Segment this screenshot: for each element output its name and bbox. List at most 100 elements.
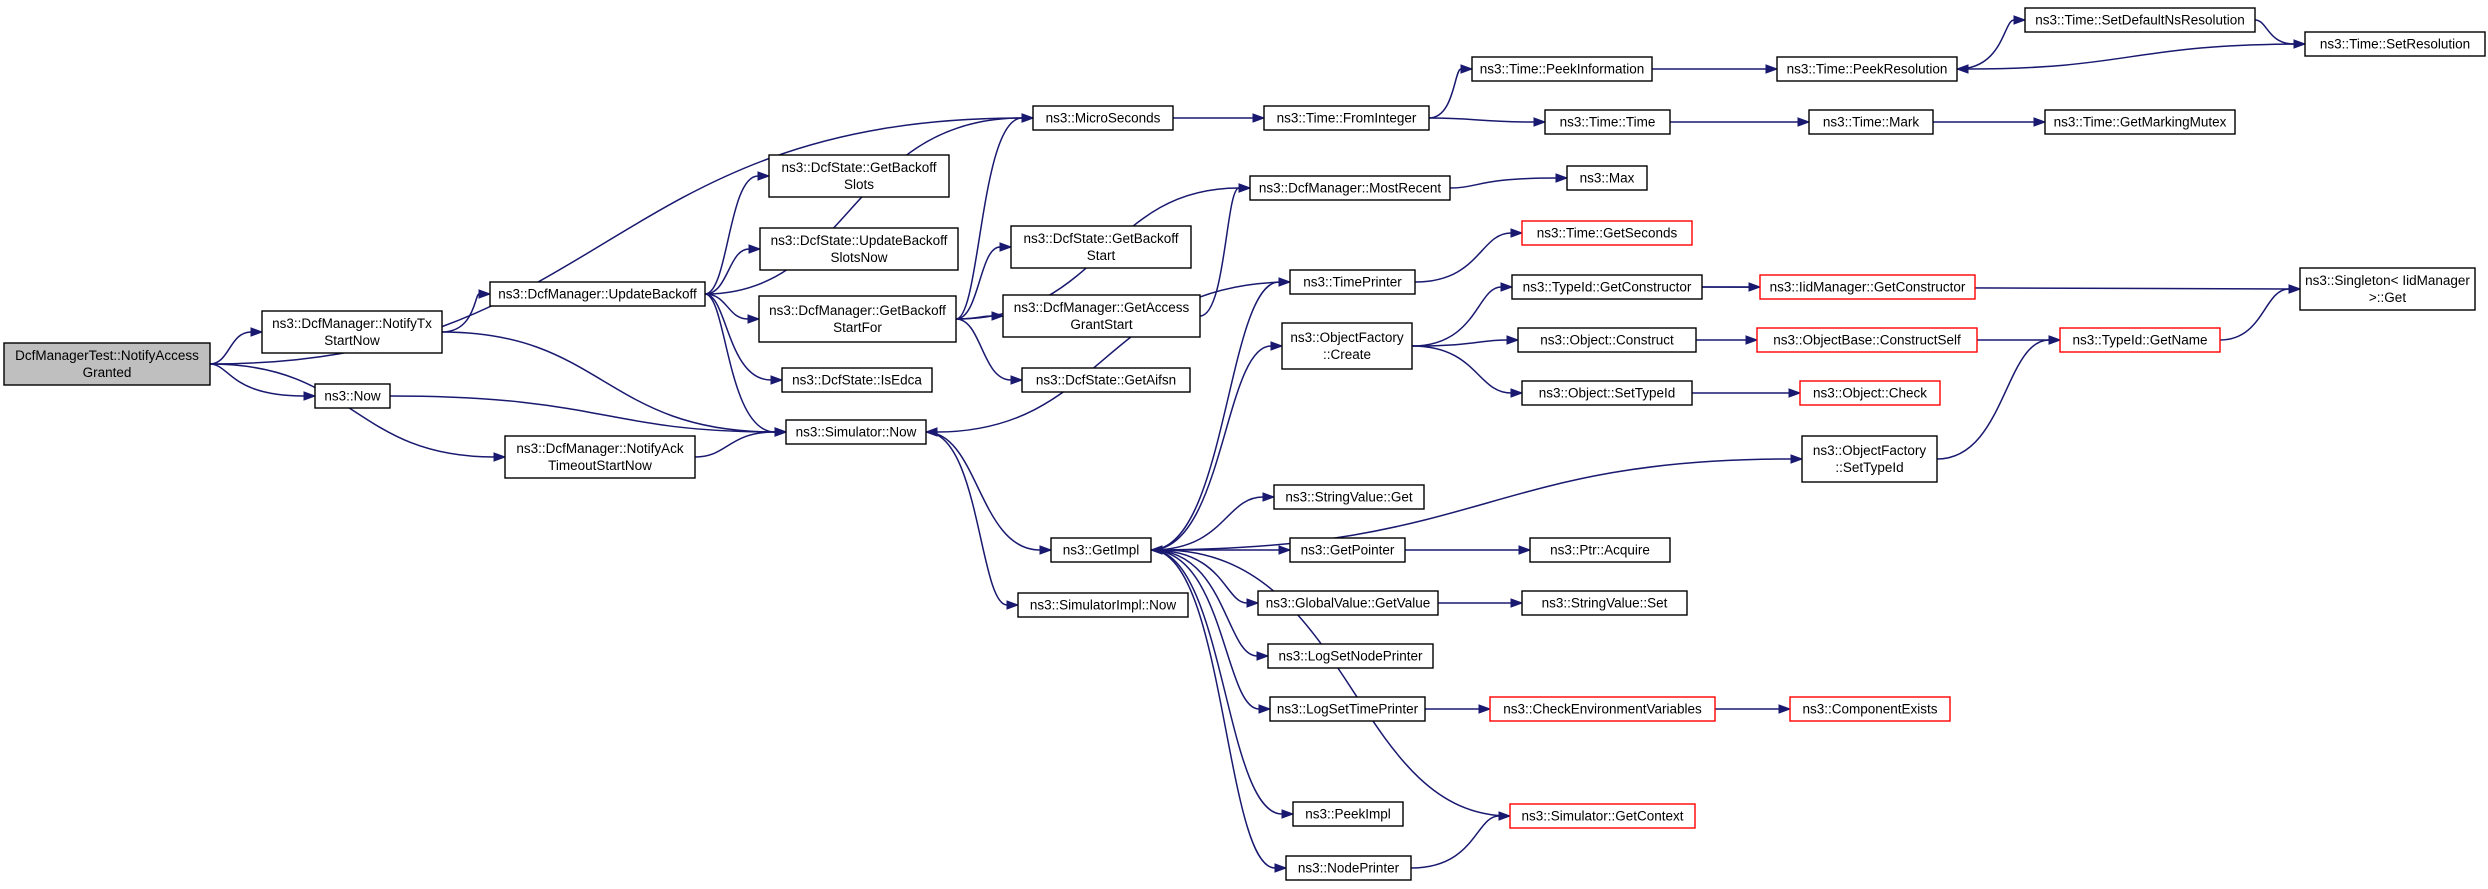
node-peek-information[interactable]: ns3::Time::PeekInformation (1471, 56, 1653, 82)
node-label: ns3::CheckEnvironmentVariables (1503, 702, 1702, 717)
edge-obj-set-type-id-to-obj-check (1692, 388, 1802, 398)
node-get-marking-mutex[interactable]: ns3::Time::GetMarkingMutex (2044, 109, 2236, 135)
node-time-mark[interactable]: ns3::Time::Mark (1808, 109, 1934, 135)
node-box (1789, 696, 1951, 722)
node-notify-ack[interactable]: ns3::DcfManager::NotifyAckTimeoutStartNo… (504, 435, 696, 479)
edge-notify-tx-to-update-backoff (441, 289, 492, 333)
node-log-set-time-printer[interactable]: ns3::LogSetTimePrinter (1269, 696, 1426, 722)
edge-update-backoff-to-is-edca (704, 293, 784, 385)
edge-line (955, 117, 1023, 320)
node-box (1010, 225, 1192, 269)
edge-line (1411, 345, 1512, 394)
edge-update-backoff-to-ds-get-backoff-slots (704, 171, 771, 295)
edge-line (1150, 549, 1283, 815)
node-time-printer[interactable]: ns3::TimePrinter (1289, 269, 1416, 295)
node-set-resolution[interactable]: ns3::Time::SetResolution (2304, 31, 2486, 57)
node-micro-seconds[interactable]: ns3::MicroSeconds (1032, 105, 1174, 131)
edge-line (209, 331, 252, 365)
node-box (1529, 537, 1671, 563)
node-node-printer[interactable]: ns3::NodePrinter (1285, 855, 1412, 881)
edge-line (955, 315, 993, 320)
node-from-integer[interactable]: ns3::Time::FromInteger (1263, 105, 1430, 131)
node-type-id-get-name[interactable]: ns3::TypeId::GetName (2059, 327, 2221, 353)
edge-line (1199, 187, 1240, 317)
node-sv-set[interactable]: ns3::StringValue::Set (1521, 590, 1688, 616)
node-label: ns3::GetPointer (1301, 543, 1395, 558)
node-sim-get-context[interactable]: ns3::Simulator::GetContext (1509, 803, 1696, 829)
node-label: ns3::DcfManager::NotifyTx (272, 316, 432, 331)
node-max[interactable]: ns3::Max (1566, 165, 1648, 191)
node-now[interactable]: ns3::Now (314, 383, 391, 409)
node-obj-check[interactable]: ns3::Object::Check (1799, 380, 1941, 406)
node-iid-get-constructor[interactable]: ns3::IidManager::GetConstructor (1759, 274, 1976, 300)
node-string-value-get[interactable]: ns3::StringValue::Get (1273, 484, 1425, 510)
edge-get-impl-to-node-printer (1150, 549, 1288, 873)
node-get-impl[interactable]: ns3::GetImpl (1050, 537, 1152, 563)
arrowhead (1278, 545, 1292, 555)
node-box (1281, 322, 1413, 370)
node-gv-get-value[interactable]: ns3::GlobalValue::GetValue (1257, 590, 1439, 616)
node-label: ns3::DcfManager::NotifyAck (516, 441, 684, 456)
node-update-backoff[interactable]: ns3::DcfManager::UpdateBackoff (489, 281, 706, 307)
node-obj-construct[interactable]: ns3::Object::Construct (1517, 327, 1697, 353)
edge-line (1411, 286, 1502, 347)
node-label: ns3::TypeId::GetName (2072, 333, 2207, 348)
node-peek-resolution[interactable]: ns3::Time::PeekResolution (1776, 56, 1958, 82)
edge-get-impl-to-of-create (1150, 341, 1284, 551)
node-label: ns3::Time::Time (1560, 115, 1656, 130)
node-label: ::SetTypeId (1835, 460, 1903, 475)
arrowhead (1262, 492, 1276, 502)
edge-line (1414, 232, 1512, 283)
arrowhead (748, 244, 762, 254)
node-construct-self[interactable]: ns3::ObjectBase::ConstructSelf (1756, 327, 1978, 353)
node-label: ns3::DcfManager::GetAccess (1014, 300, 1190, 315)
arrowhead (1246, 598, 1260, 608)
arrowhead (1955, 64, 1969, 74)
node-most-recent[interactable]: ns3::DcfManager::MostRecent (1249, 175, 1451, 201)
edge-get-backoff-start-for-to-get-aifsn (955, 318, 1024, 385)
arrowhead (1010, 375, 1024, 385)
edge-line (1150, 549, 1258, 657)
node-box (1521, 220, 1693, 246)
node-label: SlotsNow (830, 250, 887, 265)
arrowhead (1039, 545, 1053, 555)
node-obj-set-type-id[interactable]: ns3::Object::SetTypeId (1521, 380, 1693, 406)
node-get-aifsn[interactable]: ns3::DcfState::GetAifsn (1021, 367, 1191, 393)
arrowhead (1238, 183, 1252, 193)
node-peek-impl[interactable]: ns3::PeekImpl (1292, 801, 1404, 827)
arrowhead (1149, 545, 1163, 555)
node-set-default-ns[interactable]: ns3::Time::SetDefaultNsResolution (2024, 7, 2256, 33)
node-log-set-node-printer[interactable]: ns3::LogSetNodePrinter (1267, 643, 1434, 669)
edge-root-to-notify-ack (209, 363, 507, 462)
node-get-pointer[interactable]: ns3::GetPointer (1289, 537, 1406, 563)
edge-of-create-to-obj-set-type-id (1411, 345, 1524, 398)
arrowhead (1765, 64, 1779, 74)
node-box (2304, 31, 2486, 57)
node-get-constructor[interactable]: ns3::TypeId::GetConstructor (1511, 274, 1703, 300)
node-component-exists[interactable]: ns3::ComponentExists (1789, 696, 1951, 722)
edge-line (1428, 68, 1462, 119)
edge-gv-get-value-to-sv-set (1438, 598, 1524, 608)
edge-time-time-to-time-mark (1670, 117, 1811, 127)
node-singleton-get[interactable]: ns3::Singleton< IidManager >::Get (2299, 267, 2476, 311)
node-label: ns3::Time::Mark (1823, 115, 1920, 130)
node-ptr-acquire[interactable]: ns3::Ptr::Acquire (1529, 537, 1671, 563)
edge-get-pointer-to-ptr-acquire (1404, 545, 1532, 555)
node-check-env[interactable]: ns3::CheckEnvironmentVariables (1489, 696, 1716, 722)
node-is-edca[interactable]: ns3::DcfState::IsEdca (781, 367, 933, 393)
edge-micro-seconds-to-from-integer (1173, 113, 1266, 123)
node-time-time[interactable]: ns3::Time::Time (1544, 109, 1671, 135)
node-sim-now[interactable]: ns3::Simulator::Now (785, 419, 927, 445)
node-of-create[interactable]: ns3::ObjectFactory::Create (1281, 322, 1413, 370)
arrowhead (1252, 113, 1266, 123)
node-get-seconds[interactable]: ns3::Time::GetSeconds (1521, 220, 1693, 246)
node-sim-impl-now[interactable]: ns3::SimulatorImpl::Now (1017, 592, 1189, 618)
node-of-set-type-id[interactable]: ns3::ObjectFactory::SetTypeId (1801, 435, 1938, 483)
